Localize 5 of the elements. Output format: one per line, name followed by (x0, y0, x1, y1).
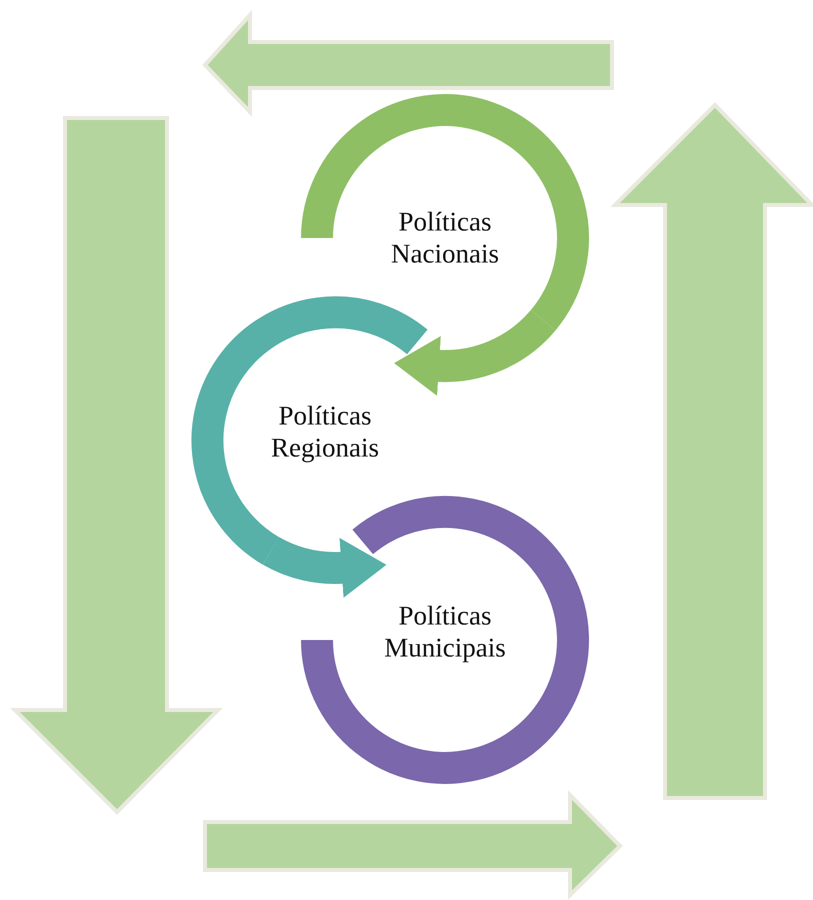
node-label: Políticas Municipais (383, 600, 507, 664)
arrow (264, 536, 386, 598)
node-label: Políticas Nacionais (390, 206, 500, 270)
ring-node (300, 495, 590, 785)
node-label: Políticas Regionais (270, 400, 380, 464)
